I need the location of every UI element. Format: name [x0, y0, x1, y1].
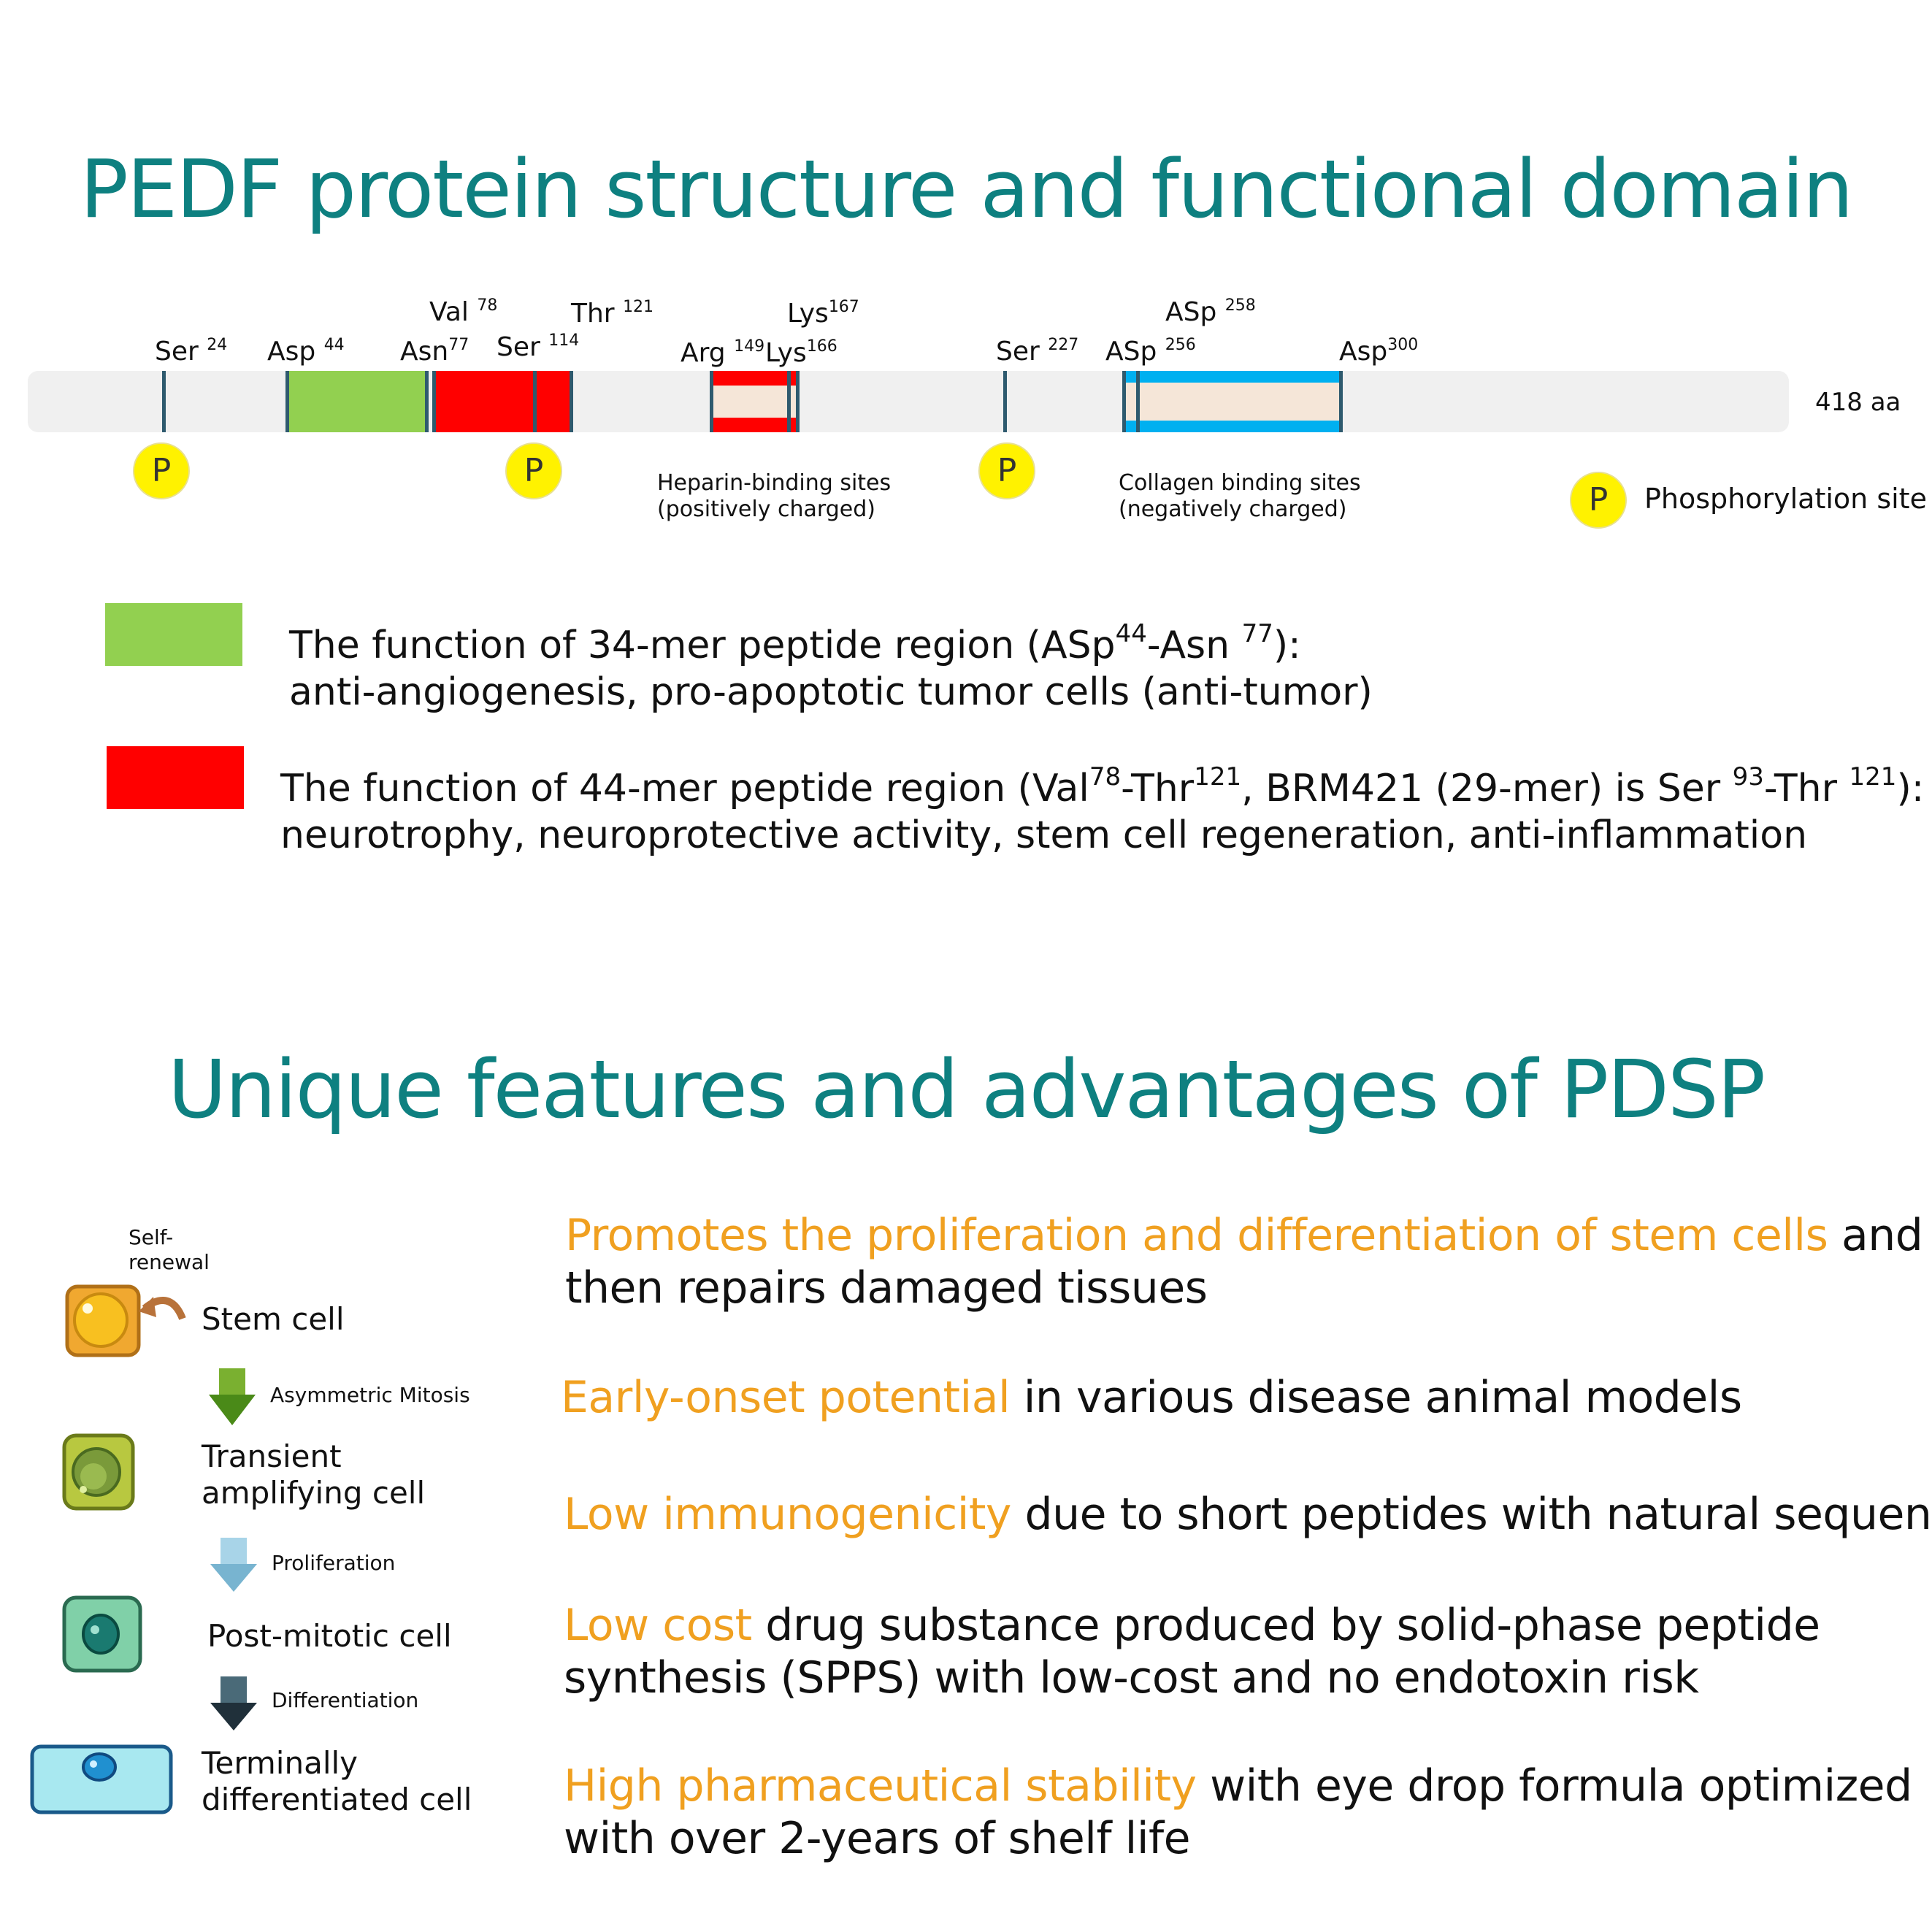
feature-early-onset: Early-onset potential in various disease… [561, 1372, 1742, 1423]
heparin-label: Heparin-binding sites (positively charge… [657, 470, 892, 522]
proliferation-arrow-icon [210, 1538, 257, 1592]
label-ser24: Ser 24 [155, 336, 228, 367]
tick-asp258 [1136, 371, 1140, 432]
protein-diagram [28, 371, 1789, 432]
phospho-icon-ser24: P [133, 442, 190, 499]
legend-red-swatch [107, 746, 244, 809]
label-asn77: Asn77 [400, 336, 469, 367]
tick-lys166 [787, 371, 791, 432]
label-arg149: Arg 149 [681, 337, 765, 368]
tick-asp300 [1339, 371, 1343, 432]
proliferation-label: Proliferation [272, 1551, 396, 1575]
differentiation-arrow-icon [210, 1676, 257, 1730]
tick-asp256 [1122, 371, 1126, 432]
page-title: PEDF protein structure and functional do… [80, 142, 1853, 236]
tick-arg149 [710, 371, 713, 432]
label-thr121: Thr 121 [571, 298, 654, 329]
label-asp258: ASp 258 [1165, 296, 1256, 327]
label-asp256: ASp 256 [1105, 336, 1196, 367]
protein-length: 418 aa [1815, 388, 1901, 417]
label-lys166: Lys166 [765, 337, 837, 368]
label-asp44: Asp 44 [267, 336, 345, 367]
asymmetric-arrow-icon [209, 1368, 256, 1425]
tick-ser227 [1003, 371, 1007, 432]
legend-green-text: The function of 34-mer peptide region (A… [289, 619, 1373, 714]
tick-ser24 [162, 371, 166, 432]
red-region [432, 371, 572, 432]
stem-cell-icon [65, 1284, 186, 1357]
residue-ticks [162, 371, 1343, 432]
terminal-cell-label: Terminally differentiated cell [202, 1745, 472, 1817]
phospho-icon-ser114: P [505, 442, 562, 499]
tick-thr121 [570, 371, 573, 432]
phospho-icon-ser227: P [978, 442, 1035, 499]
feature-stability: High pharmaceutical stability with eye d… [564, 1760, 1912, 1864]
tick-asp44 [285, 371, 289, 432]
heparin-inner [712, 386, 798, 418]
legend-red-text: The function of 44-mer peptide region (V… [280, 762, 1925, 857]
collagen-inner [1124, 383, 1341, 421]
stem-cell-label: Stem cell [202, 1301, 345, 1337]
transient-cell-label: Transient amplifying cell [202, 1438, 426, 1511]
feature-low-cost: Low cost drug substance produced by soli… [564, 1600, 1820, 1703]
self-renewal-label: Self- renewal [129, 1225, 210, 1274]
label-ser227: Ser 227 [996, 336, 1079, 367]
label-asp300: Asp300 [1339, 336, 1419, 367]
green-region [286, 371, 428, 432]
post-mitotic-cell-icon [62, 1595, 142, 1673]
legend-green-swatch [105, 603, 242, 666]
collagen-label: Collagen binding sites (negatively charg… [1119, 470, 1361, 522]
feature-immunogenicity: Low immunogenicity due to short peptides… [564, 1489, 1932, 1540]
asymmetric-label: Asymmetric Mitosis [270, 1383, 470, 1407]
cell-diagram [30, 1284, 257, 1814]
transient-cell-icon [62, 1433, 135, 1511]
tick-lys167 [796, 371, 800, 432]
tick-ser114 [533, 371, 537, 432]
label-val78: Val 78 [429, 296, 498, 327]
label-ser114: Ser 114 [497, 331, 580, 362]
post-mitotic-label: Post-mitotic cell [207, 1618, 452, 1654]
feature-stem-cells: Promotes the proliferation and different… [565, 1210, 1923, 1314]
phospho-legend-label: Phosphorylation site [1644, 483, 1927, 515]
label-lys167: Lys167 [787, 298, 859, 329]
tick-val78 [432, 371, 436, 432]
section-title: Unique features and advantages of PDSP [167, 1043, 1766, 1136]
tick-asn77 [425, 371, 429, 432]
terminal-cell-icon [30, 1744, 173, 1814]
phospho-legend-icon: P [1570, 472, 1627, 529]
differentiation-label: Differentiation [272, 1688, 419, 1712]
